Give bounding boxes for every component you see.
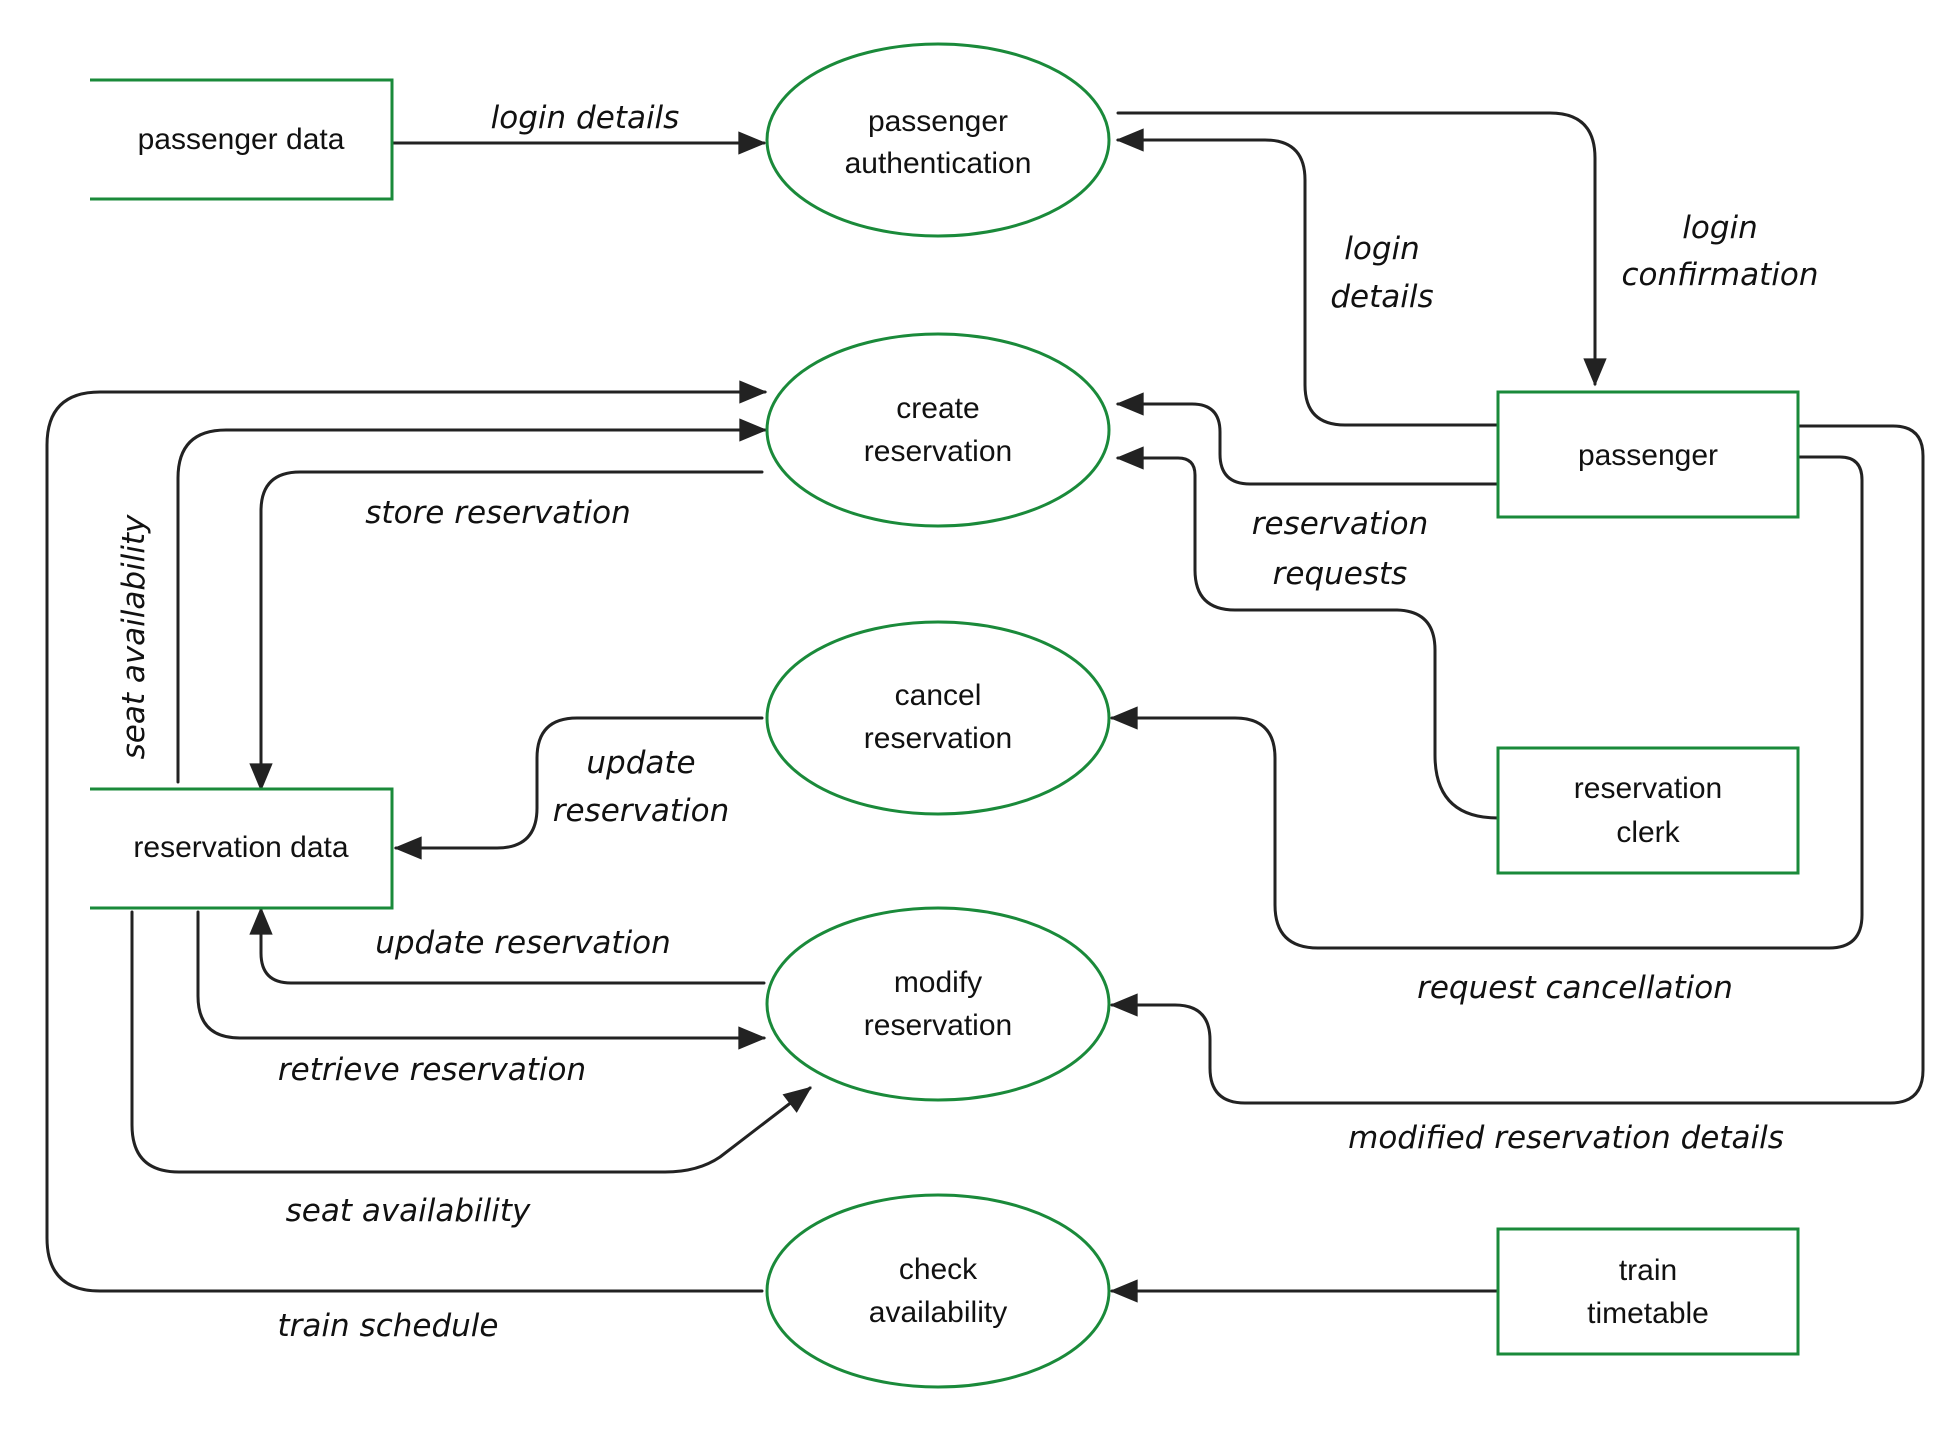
flow-label-login-details-passenger-line-1: login <box>1344 231 1420 267</box>
entity-reservation-clerk: reservation clerk <box>1496 746 1800 875</box>
entity-label-line-1: passenger <box>1578 439 1718 472</box>
process-label-line-1: modify <box>894 966 982 999</box>
flow-label-login-confirmation-line-1: login <box>1682 210 1758 246</box>
process-label-line-2: reservation <box>864 1009 1012 1042</box>
flow-label-update-reservation-cancel-line-2: reservation <box>553 793 730 829</box>
flow-line-seat-availability-modify <box>130 910 812 1174</box>
flow-line-login-confirmation <box>1116 111 1607 387</box>
entity-outline <box>1496 746 1800 875</box>
process-outline <box>765 332 1111 528</box>
process-label-line-2: reservation <box>864 722 1012 755</box>
flow-line-modified-reservation-details <box>1109 424 1925 1105</box>
flow-line-reservation-requests <box>1115 392 1500 486</box>
data-store-label: reservation data <box>133 831 348 864</box>
process-label-line-2: availability <box>869 1296 1007 1329</box>
flow-line-login-details-passenger <box>1115 128 1500 427</box>
flow-label-train-schedule: train schedule <box>278 1308 499 1344</box>
flow-labels: login details login details login confir… <box>116 100 1819 1344</box>
process-label-line-1: create <box>896 392 979 425</box>
process-create-reservation: create reservation <box>765 332 1111 528</box>
flow-lines <box>45 111 1925 1303</box>
entity-label-line-1: reservation <box>1574 772 1722 805</box>
data-store-outline <box>90 787 394 910</box>
flow-label-request-cancellation: request cancellation <box>1417 970 1733 1006</box>
flow-line-request-cancellation <box>1109 455 1864 950</box>
flow-line-retrieve-reservation <box>196 910 767 1050</box>
process-label-line-1: passenger <box>868 105 1008 138</box>
data-store-reservation-data: reservation data <box>90 787 394 910</box>
flow-label-login-details: login details <box>491 100 680 136</box>
entity-label-line-1: train <box>1619 1254 1677 1287</box>
flow-label-update-reservation-modify: update reservation <box>375 925 671 961</box>
data-store-passenger-data: passenger data <box>90 78 394 201</box>
flow-label-store-reservation: store reservation <box>365 495 630 531</box>
process-outline <box>765 42 1111 238</box>
flow-label-seat-availability-modify: seat availability <box>286 1193 531 1229</box>
entity-outline <box>1496 390 1800 519</box>
flow-line-update-reservation-modify <box>249 906 766 985</box>
process-label-line-2: reservation <box>864 435 1012 468</box>
flow-label-reservation-requests-line-2: requests <box>1273 556 1408 592</box>
entity-outline <box>1496 1227 1800 1356</box>
flow-label-modified-reservation-details: modified reservation details <box>1348 1120 1784 1156</box>
entity-label-line-2: timetable <box>1587 1297 1709 1330</box>
flow-label-seat-availability-create: seat availability <box>116 514 152 759</box>
flow-label-login-details-passenger-line-2: details <box>1330 279 1433 315</box>
flow-line-seat-availability-create <box>176 418 768 784</box>
process-label-line-2: authentication <box>845 147 1032 180</box>
flow-line-update-reservation-cancel <box>393 716 764 860</box>
process-outline <box>765 1193 1111 1389</box>
flow-line-store-reservation <box>249 470 764 792</box>
flow-label-update-reservation-cancel-line-1: update <box>586 745 695 781</box>
process-outline <box>765 906 1111 1102</box>
flow-line-train-schedule <box>45 380 768 1293</box>
data-store-label: passenger data <box>138 123 345 156</box>
process-check-availability: check availability <box>765 1193 1111 1389</box>
process-label-line-1: check <box>899 1253 978 1286</box>
flow-label-reservation-requests-line-1: reservation <box>1252 506 1429 542</box>
entity-label-line-2: clerk <box>1616 816 1680 849</box>
process-modify-reservation: modify reservation <box>765 906 1111 1102</box>
process-passenger-authentication: passenger authentication <box>765 42 1111 238</box>
entity-train-timetable: train timetable <box>1496 1227 1800 1356</box>
process-cancel-reservation: cancel reservation <box>765 620 1111 816</box>
flow-label-login-confirmation-line-2: confirmation <box>1621 257 1818 293</box>
flow-line-clerk-request <box>1115 446 1500 820</box>
process-outline <box>765 620 1111 816</box>
process-label-line-1: cancel <box>895 679 982 712</box>
flow-label-retrieve-reservation: retrieve reservation <box>278 1052 586 1088</box>
data-store-outline <box>90 78 394 201</box>
entity-passenger: passenger <box>1496 390 1800 519</box>
